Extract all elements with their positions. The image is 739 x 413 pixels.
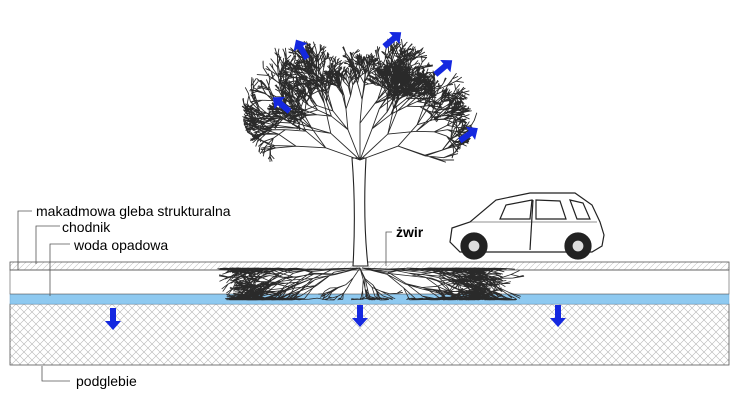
down-arrow-1-icon	[105, 308, 121, 330]
up-arrow-3-icon	[433, 59, 453, 77]
flow-arrows	[105, 31, 566, 330]
label-gravel: żwir	[396, 224, 424, 240]
tree-canopy	[241, 38, 478, 163]
root-lines	[217, 267, 525, 301]
up-arrow-5-icon	[458, 126, 478, 144]
label-rainwater: woda opadowa	[74, 237, 169, 253]
tree-roots	[217, 267, 525, 301]
tree-trunk	[351, 157, 369, 267]
down-arrow-2-icon	[352, 305, 368, 327]
label-sidewalk: chodnik	[62, 219, 111, 235]
up-arrow-1-icon	[293, 39, 310, 61]
structural-soil-layer	[9, 269, 730, 295]
down-arrow-3-icon	[550, 305, 566, 327]
label-leader-lines	[17, 210, 392, 382]
canopy-branches	[241, 38, 478, 163]
label-subsoil: podglebie	[76, 373, 137, 389]
up-arrow-2-icon	[382, 31, 402, 49]
subsoil-layer	[9, 303, 730, 366]
car	[449, 192, 605, 260]
up-arrow-4-icon	[272, 96, 292, 114]
label-structural-soil: makadmowa gleba strukturalna	[36, 203, 231, 219]
